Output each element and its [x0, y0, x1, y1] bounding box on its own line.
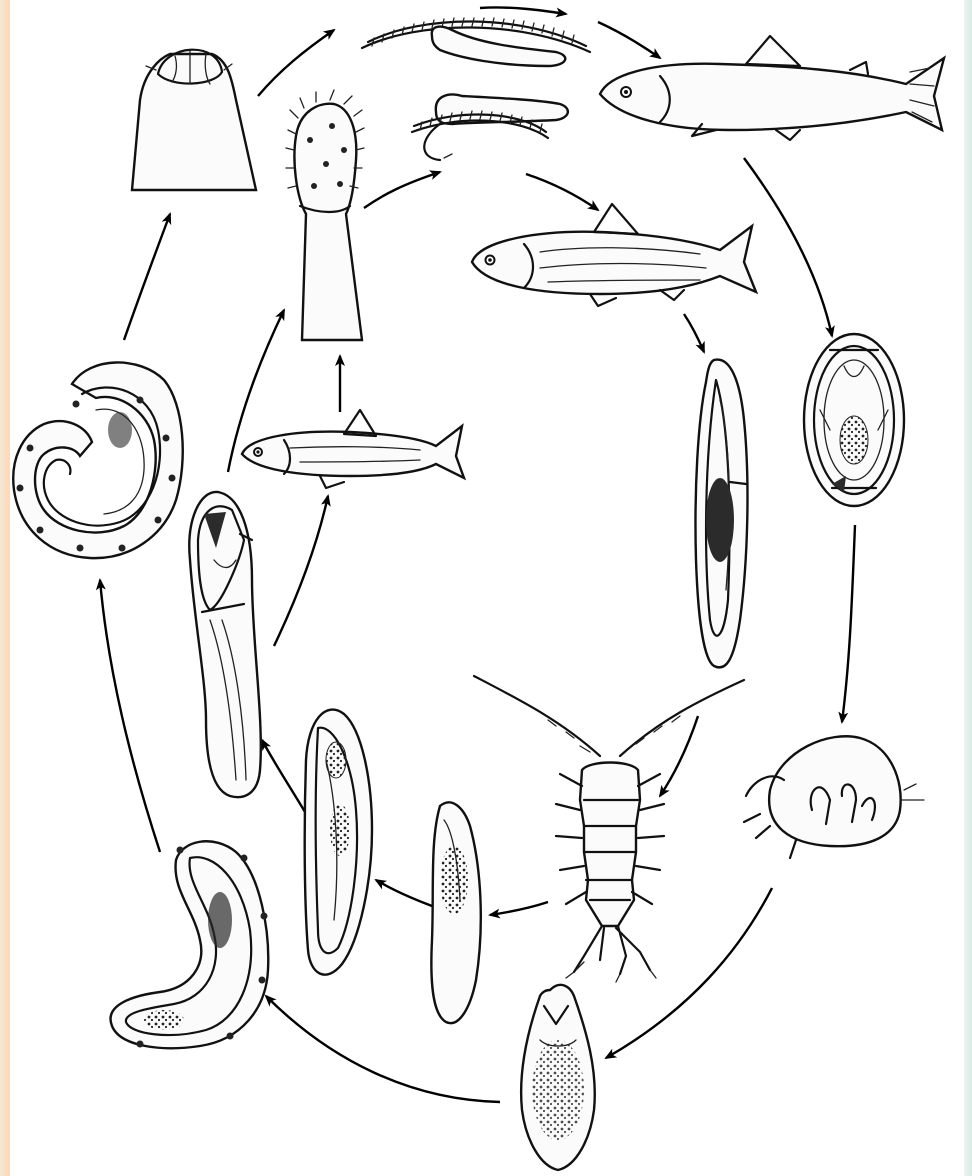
arrow-strobila-to-medium-fish	[526, 174, 598, 210]
arrow-mite-to-oncosphere	[606, 888, 772, 1058]
arrow-procercoid-to-elongate	[262, 740, 305, 812]
mite-host	[744, 736, 924, 858]
copepod-host	[474, 676, 744, 982]
arrow-coiled-to-scolex	[124, 214, 170, 340]
arrow-top-loop	[480, 7, 566, 14]
scolex-retracted	[132, 50, 256, 190]
procercoid	[431, 802, 480, 1023]
arrow-copepod-to-larva	[490, 902, 548, 915]
plerocercoid-elongate	[695, 360, 747, 668]
arrow-strobila-to-large-fish	[598, 22, 660, 58]
plerocercoid-lower-left	[111, 841, 269, 1048]
arrow-medium-fish-to-plerocercoid	[684, 314, 704, 352]
host-fish-small	[242, 410, 464, 488]
scolex-everted	[286, 90, 364, 340]
arrow-egg-to-mite	[842, 525, 855, 722]
egg	[804, 334, 904, 506]
arrow-larva-to-procercoid	[376, 880, 432, 906]
larva-elongate	[189, 492, 261, 797]
plerocercoid-coiled	[13, 362, 183, 558]
arrow-large-fish-to-egg	[744, 158, 832, 336]
arrow-scolex-to-strobila	[258, 30, 334, 96]
arrow-elongate-to-small-fish	[274, 496, 328, 646]
oncosphere	[521, 985, 595, 1170]
arrow-everted-to-strobila-lower	[364, 172, 440, 208]
procercoid-curved	[305, 710, 372, 975]
proglottid-strobila	[362, 18, 590, 160]
arrow-antenna-to-copepod	[660, 716, 698, 796]
arrow-procercoid-to-coiled	[100, 580, 160, 852]
host-fish-medium	[472, 204, 756, 306]
